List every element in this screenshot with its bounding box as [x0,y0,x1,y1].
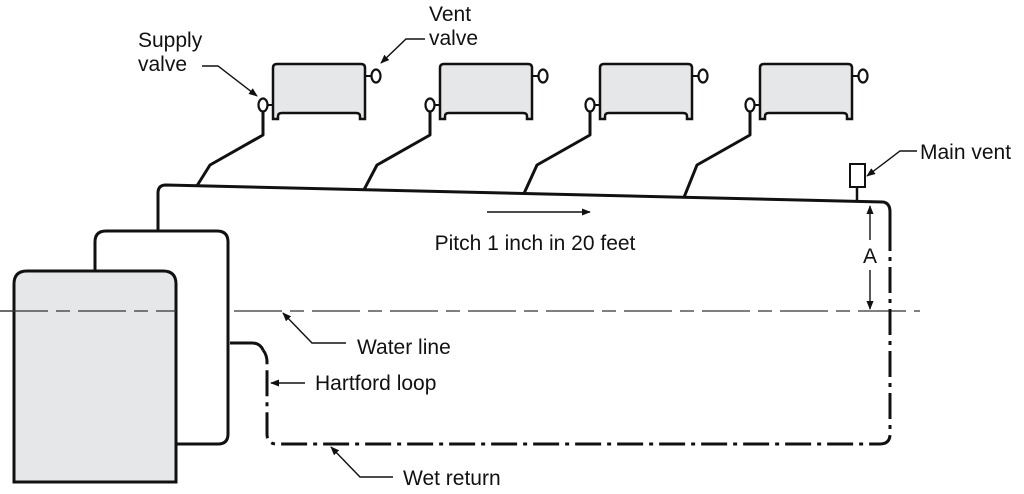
supply-valve-label-1: Supply [138,29,203,52]
pitch-label: Pitch 1 inch in 20 feet [435,232,636,255]
vent-valve-icon [370,68,382,84]
boiler [12,269,178,484]
wet-return-label: Wet return [403,467,501,490]
main-vent-leader [866,150,917,177]
radiator [195,62,382,187]
wet-return-leader [330,446,393,478]
radiator [522,62,709,195]
vent-valve-icon [537,68,549,84]
hartford-loop-label: Hartford loop [315,372,436,395]
supply-valve-icon [744,97,756,113]
water-line-label: Water line [357,336,451,359]
main-vent-label: Main vent [920,141,1011,164]
radiator [682,62,869,198]
vent-valve-icon [697,68,709,84]
supply-valve-icon [424,97,436,113]
dimension-a-label: A [863,245,877,268]
vent-valve-icon [857,68,869,84]
supply-valve-icon [257,97,269,113]
supply-valve-leader [202,65,258,97]
vent-valve-leader [380,38,425,64]
supply-valve-label-2: valve [138,53,187,76]
vent-valve-label-1: Vent [429,3,471,26]
wet-return [265,225,892,446]
radiator [362,62,549,191]
vent-valve-label-2: valve [429,27,478,50]
hartford-loop [230,341,265,351]
main-vent [849,163,866,202]
water-line-leader [282,312,346,344]
supply-valve-icon [584,97,596,113]
